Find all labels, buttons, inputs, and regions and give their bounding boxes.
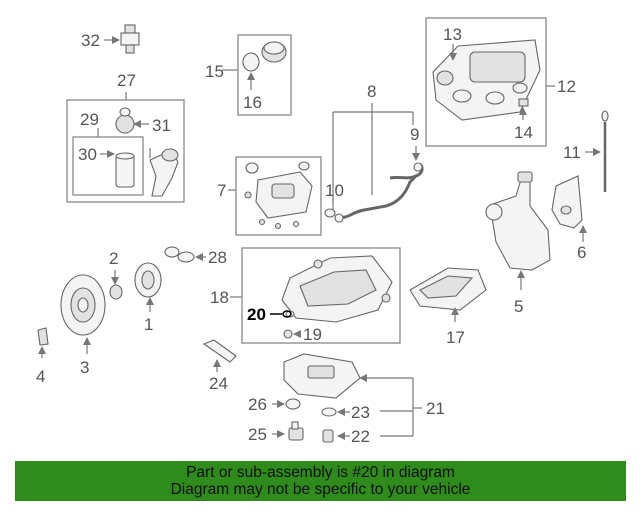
banner-line-part-number: Part or sub-assembly is #20 in diagram: [186, 464, 455, 481]
part-14-bolt-illustration: [518, 98, 529, 107]
part-25-sensor-illustration: [288, 421, 304, 441]
part-22-drain-plug-illustration: [322, 429, 334, 443]
callout-14: 14: [514, 123, 533, 142]
callout-26: 26: [248, 395, 267, 414]
oil-filler-cap-illustration: [242, 41, 287, 72]
part-5-housing-illustration: [485, 171, 551, 271]
oil-pump-illustration: [244, 161, 313, 230]
callout-11: 11: [563, 143, 581, 162]
callout-31: 31: [152, 116, 171, 135]
callout-6: 6: [577, 243, 586, 262]
callout-19: 19: [303, 325, 322, 344]
callout-32: 32: [81, 31, 100, 50]
callout-8: 8: [367, 82, 376, 101]
group-box-12: [425, 17, 547, 147]
callout-7: 7: [217, 181, 226, 200]
group-box-7: [235, 156, 322, 236]
callout-17: 17: [446, 328, 465, 347]
callout-13: 13: [443, 25, 462, 44]
banner-line-disclaimer: Diagram may not be specific to your vehi…: [170, 481, 471, 498]
callout-23: 23: [351, 403, 370, 422]
oil-tube-illustration: [334, 162, 424, 223]
crank-pulley-illustration: [37, 262, 162, 346]
callout-10: 10: [325, 181, 344, 200]
part-24-sealant-illustration: [202, 339, 237, 363]
valve-cover-illustration: [432, 39, 541, 121]
dipstick-illustration: [601, 110, 609, 192]
callout-24: 24: [209, 374, 228, 393]
parts-diagram: 32 27 29 30 31 15 16 12 13: [36, 17, 609, 446]
upper-oil-pan-illustration: [281, 255, 393, 323]
part-32-sensor-illustration: [120, 24, 140, 54]
group-box-27: [66, 99, 185, 203]
group-box-15: [237, 34, 292, 116]
callout-12: 12: [557, 77, 576, 96]
group-box-29: [72, 136, 144, 196]
callout-25: 25: [248, 425, 267, 444]
part-23-seal-ring: [321, 407, 337, 417]
group-box-18: [241, 247, 401, 344]
callout-20-highlighted: 20: [247, 305, 266, 324]
callout-28: 28: [208, 248, 227, 267]
lower-oil-pan-illustration: [283, 353, 361, 399]
callout-9: 9: [410, 125, 419, 144]
callout-29: 29: [80, 110, 99, 129]
callout-21: 21: [426, 399, 445, 418]
callout-2: 2: [109, 249, 118, 268]
callout-22: 22: [351, 427, 370, 446]
part-28-seal-illustration: [164, 246, 195, 263]
part-17-baffle-illustration: [409, 267, 487, 311]
callout-30: 30: [78, 145, 97, 164]
callout-4: 4: [36, 367, 45, 386]
callout-16: 16: [243, 93, 262, 112]
callout-1: 1: [144, 315, 153, 334]
part-26-seal-ring: [285, 398, 301, 410]
callout-15: 15: [205, 62, 224, 81]
part-6-bracket-illustration: [551, 175, 583, 229]
callout-27: 27: [117, 71, 136, 90]
oil-filter-housing-illustration: [115, 107, 179, 197]
callout-5: 5: [514, 297, 523, 316]
part-info-banner: Part or sub-assembly is #20 in diagram D…: [15, 461, 626, 501]
callout-18: 18: [210, 288, 229, 307]
callout-3: 3: [80, 358, 89, 377]
part-19-plug-illustration: [283, 329, 293, 339]
